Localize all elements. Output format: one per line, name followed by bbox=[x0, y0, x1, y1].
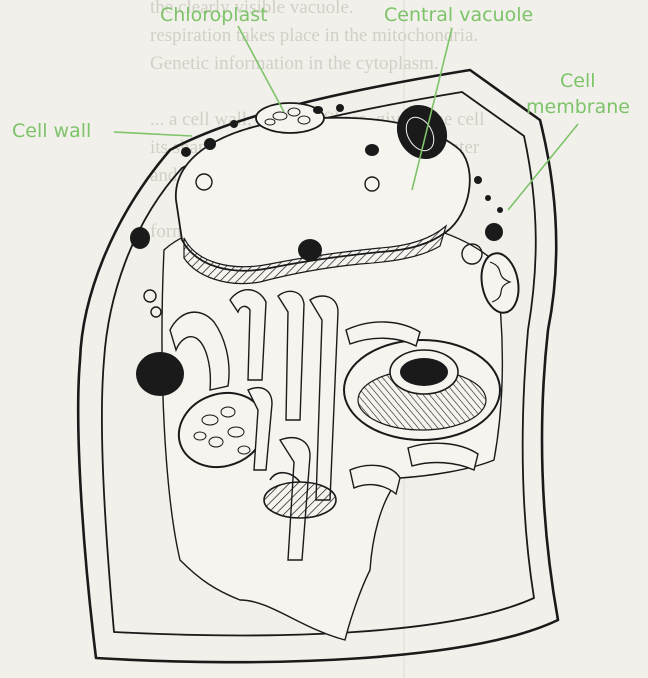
label-central-vacuole: Central vacuole bbox=[384, 4, 533, 26]
leader-chloroplast bbox=[238, 26, 284, 112]
nucleus bbox=[344, 340, 500, 440]
leader-cell-wall bbox=[114, 132, 192, 136]
label-cell-wall: Cell wall bbox=[12, 120, 91, 142]
label-chloroplast: Chloroplast bbox=[160, 4, 268, 26]
label-cell-membrane-line-2: membrane bbox=[526, 96, 630, 118]
chloroplast-top bbox=[256, 103, 324, 133]
label-cell-membrane-line-1: Cell bbox=[560, 70, 596, 92]
